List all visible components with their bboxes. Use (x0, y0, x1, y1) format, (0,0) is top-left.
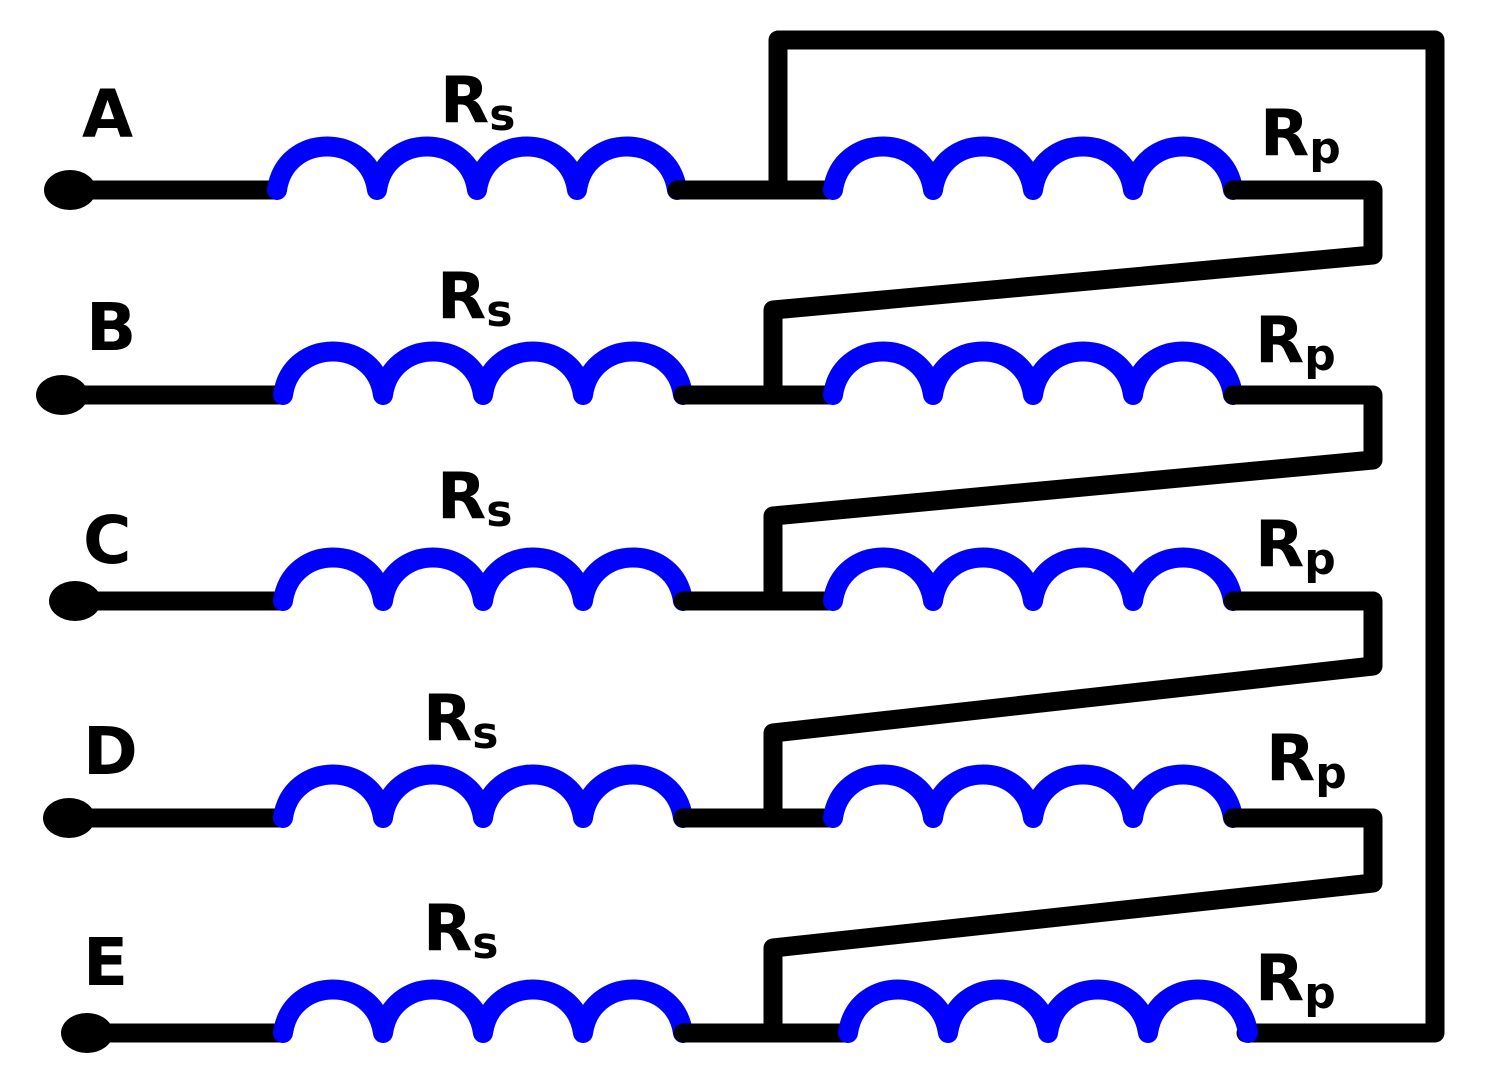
parallel-coil (823, 764, 1243, 828)
terminal-label: E (83, 924, 128, 1001)
series-coil (273, 341, 693, 405)
series-coil-label: Rs (423, 892, 498, 969)
series-coil (267, 136, 687, 200)
terminal-label: C (83, 502, 131, 579)
zigzag-link-wire (763, 180, 1383, 405)
parallel-coil-label: Rp (1255, 942, 1336, 1019)
outer-return-wire (768, 30, 1445, 1043)
terminal-label: D (83, 713, 138, 790)
parallel-coil (823, 136, 1243, 200)
parallel-coil-label: Rp (1260, 97, 1341, 174)
zigzag-link-wire (763, 808, 1383, 1043)
parallel-coil (838, 979, 1258, 1043)
zigzag-link-wire (763, 385, 1383, 611)
terminal-label: A (82, 76, 133, 153)
parallel-coil-label: Rp (1255, 508, 1336, 585)
series-coil-label: Rs (437, 260, 512, 337)
zigzag-link-wire (763, 591, 1383, 828)
series-coil (273, 764, 693, 828)
parallel-coil-label: Rp (1255, 304, 1336, 381)
parallel-coil (823, 341, 1243, 405)
terminal-label: B (86, 289, 136, 366)
series-coil (273, 979, 693, 1043)
series-coil-label: Rs (440, 64, 515, 141)
series-coil (273, 547, 693, 611)
series-coil-label: Rs (423, 682, 498, 759)
parallel-coil-label: Rp (1266, 722, 1347, 799)
parallel-coil (823, 547, 1243, 611)
winding-row: A Rs Rp (44, 64, 1341, 210)
series-coil-label: Rs (437, 460, 512, 537)
